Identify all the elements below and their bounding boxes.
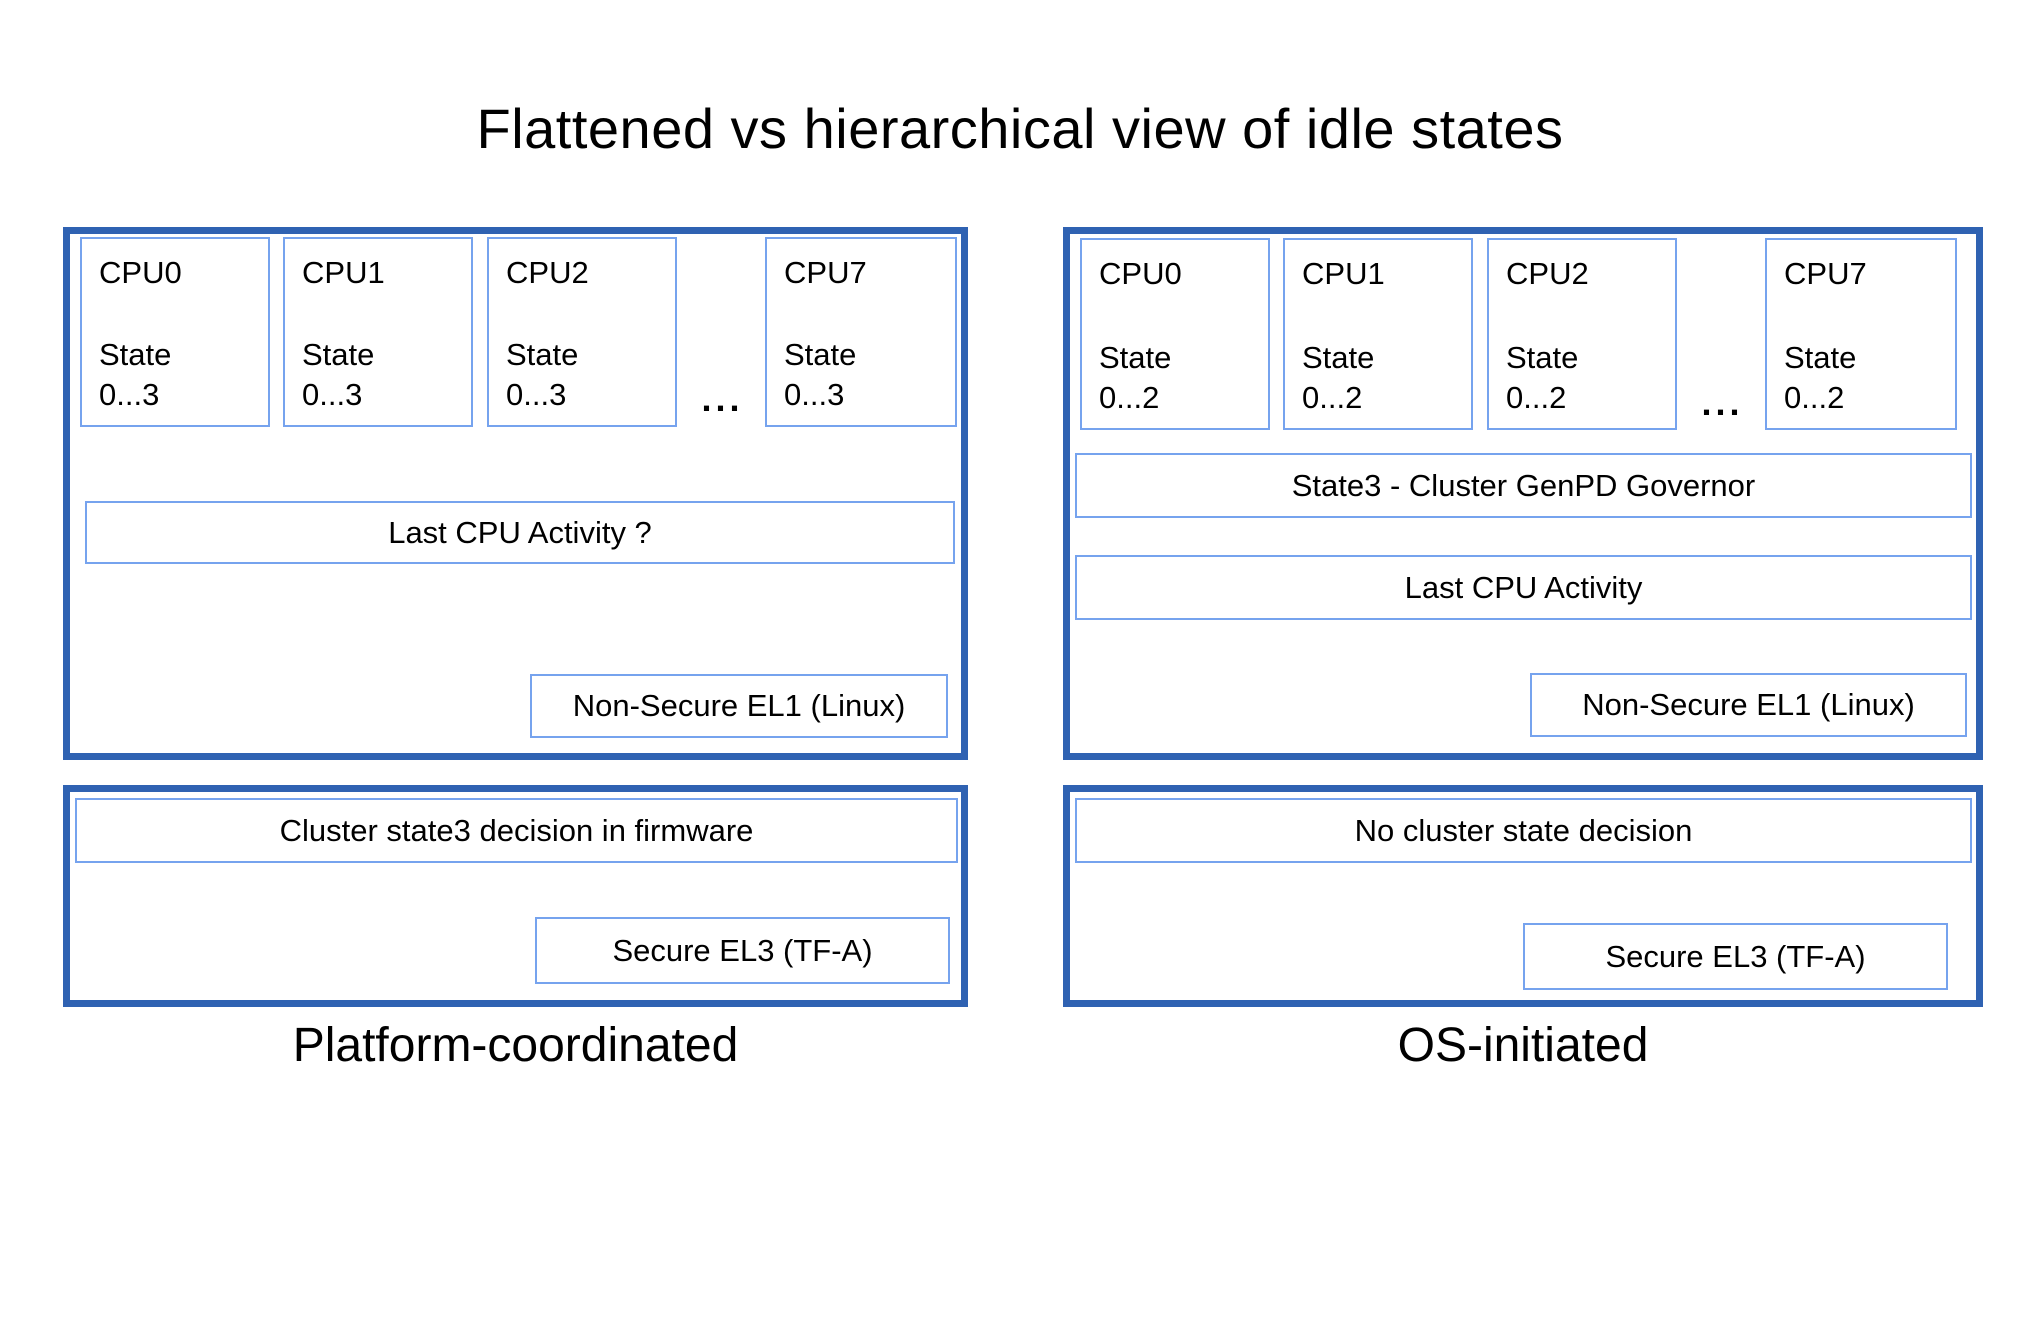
cpu-label: CPU0 [99,255,182,290]
cpu-label: CPU1 [302,255,385,290]
right-panel-caption: OS-initiated [1397,1019,1649,1072]
cpu-state: State 0...3 [99,337,172,412]
left-last-cpu-activity-box: Last CPU Activity ? [85,501,955,564]
left-cpu1-box: CPU1 State 0...3 [283,237,473,427]
left-cluster-decision-box: Cluster state3 decision in firmware [75,798,958,863]
right-cpu2-box: CPU2 State 0...2 [1487,238,1677,430]
cpu-state: State 0...2 [1506,340,1579,415]
cpu-label: CPU1 [1302,256,1385,291]
right-no-cluster-decision-box: No cluster state decision [1075,798,1972,863]
left-cpu0-box: CPU0 State 0...3 [80,237,270,427]
right-genpd-governor-box: State3 - Cluster GenPD Governor [1075,453,1972,518]
right-cpu7-box: CPU7 State 0...2 [1765,238,1957,430]
left-panel-caption: Platform-coordinated [292,1019,739,1072]
cpu-state: State 0...2 [1784,340,1857,415]
cpu-label: CPU0 [1099,256,1182,291]
left-cpu2-box: CPU2 State 0...3 [487,237,677,427]
cpu-label: CPU7 [1784,256,1867,291]
left-ellipsis: ... [701,378,744,419]
cpu-state: State 0...3 [302,337,375,412]
page-title: Flattened vs hierarchical view of idle s… [476,97,1564,160]
right-non-secure-el1-box: Non-Secure EL1 (Linux) [1530,673,1967,737]
left-cpu7-box: CPU7 State 0...3 [765,237,957,427]
right-cpu0-box: CPU0 State 0...2 [1080,238,1270,430]
right-last-cpu-activity-box: Last CPU Activity [1075,555,1972,620]
right-ellipsis: ... [1701,382,1744,423]
right-cpu1-box: CPU1 State 0...2 [1283,238,1473,430]
cpu-state: State 0...2 [1302,340,1375,415]
cpu-state: State 0...3 [784,337,857,412]
right-secure-el3-box: Secure EL3 (TF-A) [1523,923,1948,990]
left-secure-el3-box: Secure EL3 (TF-A) [535,917,950,984]
cpu-state: State 0...2 [1099,340,1172,415]
cpu-state: State 0...3 [506,337,579,412]
cpu-label: CPU2 [506,255,589,290]
cpu-label: CPU7 [784,255,867,290]
left-non-secure-el1-box: Non-Secure EL1 (Linux) [530,674,948,738]
cpu-label: CPU2 [1506,256,1589,291]
